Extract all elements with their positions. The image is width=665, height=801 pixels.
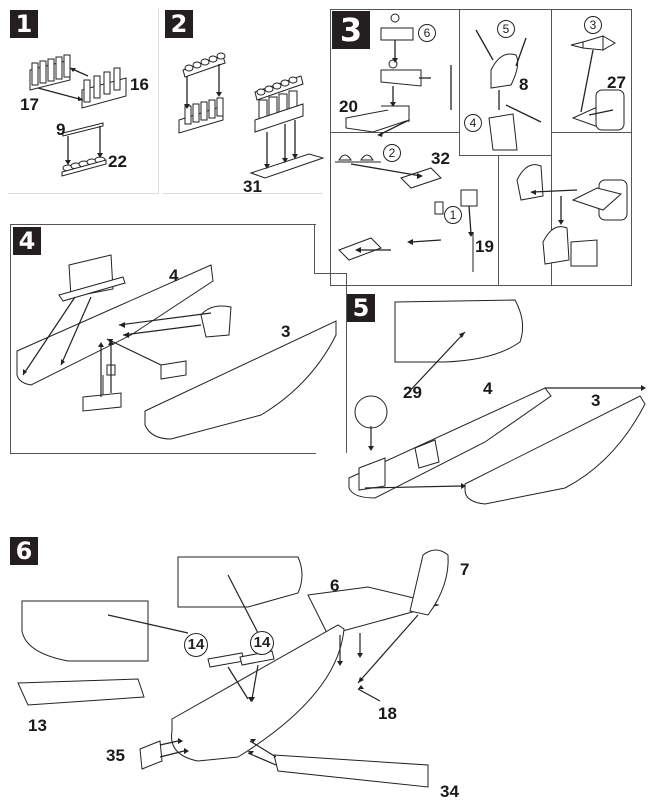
substep-2: 2 bbox=[383, 144, 401, 162]
part-label-32: 32 bbox=[431, 149, 450, 168]
step-4-badge: 4 bbox=[13, 227, 41, 255]
step-2-badge: 2 bbox=[165, 10, 193, 38]
part-label-22: 22 bbox=[108, 152, 127, 171]
part-label-18: 18 bbox=[378, 704, 397, 723]
part-label-19: 19 bbox=[475, 237, 494, 256]
part-label-3: 3 bbox=[591, 391, 601, 410]
part-label-6: 6 bbox=[330, 576, 340, 595]
step-1-illustration bbox=[8, 8, 158, 193]
step-3-divider bbox=[459, 155, 551, 156]
part-label-13: 13 bbox=[28, 716, 47, 735]
callout-14-right: 14 bbox=[250, 631, 274, 655]
part-label-31: 31 bbox=[243, 177, 262, 196]
step-3-divider bbox=[459, 10, 460, 155]
step-6-illustration bbox=[8, 535, 518, 797]
step-6-badge: 6 bbox=[10, 537, 38, 565]
step-1-badge: 1 bbox=[10, 10, 38, 38]
callout-14-left: 14 bbox=[184, 633, 208, 657]
substep-3: 3 bbox=[584, 16, 602, 34]
step-1-panel: 1 17 16 9 22 bbox=[8, 8, 159, 194]
step-3-illustration bbox=[331, 10, 631, 285]
part-label-34: 34 bbox=[440, 782, 459, 801]
step-6-panel: 6 14 14 7 6 18 bbox=[8, 535, 518, 801]
step-4-panel: 4 4 3 bbox=[10, 224, 347, 454]
part-label-20: 20 bbox=[339, 97, 358, 116]
part-label-35: 35 bbox=[106, 746, 125, 765]
part-label-16: 16 bbox=[130, 75, 149, 94]
substep-5: 5 bbox=[497, 20, 515, 38]
step-3-divider bbox=[551, 132, 631, 133]
part-label-9: 9 bbox=[56, 120, 66, 139]
part-label-7: 7 bbox=[460, 560, 470, 579]
step-3-divider bbox=[331, 132, 459, 133]
step-4-border bbox=[346, 273, 347, 453]
step-5-panel: 5 29 4 3 bbox=[345, 292, 657, 514]
substep-6: 6 bbox=[418, 24, 436, 42]
substep-4: 4 bbox=[464, 114, 482, 132]
step-4-border bbox=[314, 273, 346, 274]
step-5-illustration bbox=[345, 292, 646, 514]
step-3-divider bbox=[498, 155, 499, 285]
step-2-panel: 2 31 bbox=[163, 8, 323, 196]
part-label-3: 3 bbox=[281, 322, 291, 341]
step-5-badge: 5 bbox=[347, 294, 375, 322]
part-label-27: 27 bbox=[607, 73, 626, 92]
part-label-29: 29 bbox=[403, 383, 422, 402]
step-2-illustration bbox=[163, 8, 323, 193]
substep-1: 1 bbox=[444, 206, 462, 224]
step-3-divider bbox=[551, 10, 552, 285]
step-4-illustration bbox=[11, 225, 346, 453]
part-label-17: 17 bbox=[20, 95, 39, 114]
part-label-4: 4 bbox=[483, 379, 493, 398]
part-label-4: 4 bbox=[169, 266, 179, 285]
part-label-8: 8 bbox=[519, 75, 529, 94]
step-4-border bbox=[314, 225, 315, 273]
step-3-panel: 3 bbox=[330, 9, 632, 286]
step-3-badge: 3 bbox=[332, 11, 370, 49]
